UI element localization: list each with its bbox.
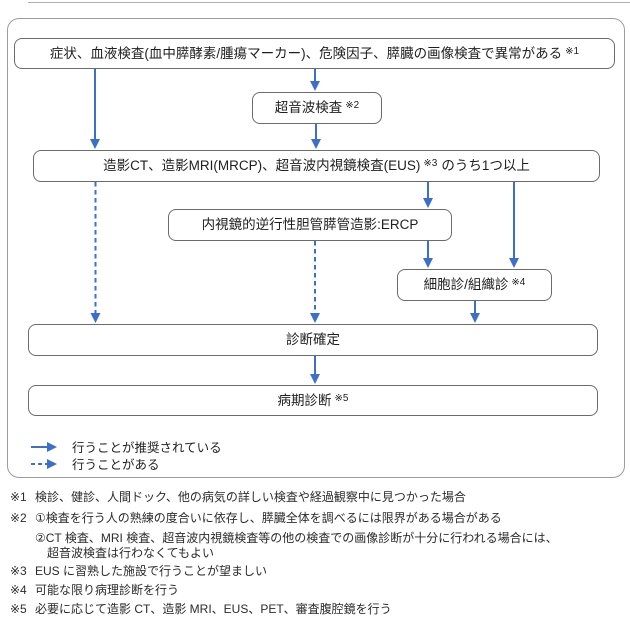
footnote-2-cont: ②CT 検査、MRI 検査、超音波内視鏡検査等の他の検査での画像診断が十分に行わ… [0, 530, 620, 546]
box-label: 診断確定 [286, 332, 340, 348]
box-label: 病期診断※5 [277, 392, 349, 408]
note-ref-1: ※1 [565, 45, 580, 57]
note-ref-4: ※4 [511, 277, 526, 288]
box-label: 超音波検査※2 [274, 100, 360, 115]
box-label: 内視鏡的逆行性胆管膵管造影:ERCP [201, 217, 419, 233]
footnote-marker: ※4 [10, 583, 27, 597]
flow-box-ultrasound: 超音波検査※2 [252, 92, 382, 124]
footnote-1: ※1 検診、健診、人間ドック、他の病気の詳しい検査や経過観察中に見つかった場合 [0, 489, 620, 505]
footnote-text: 可能な限り病理診断を行う [35, 583, 180, 597]
note-ref-2: ※2 [345, 100, 360, 111]
footnote-marker: ※2 [10, 511, 27, 525]
footnote-text: ②CT 検査、MRI 検査、超音波内視鏡検査等の他の検査での画像診断が十分に行わ… [35, 531, 558, 545]
footnote-5: ※5 必要に応じて造影 CT、造影 MRI、EUS、PET、審査腹腔鏡を行う [0, 601, 620, 617]
footnote-2: ※2 ①検査を行う人の熟練の度合いに依存し、膵臓全体を調べるには限界がある場合があ… [0, 510, 620, 526]
note-ref-3: ※3 [423, 158, 438, 169]
footnote-text: ①検査を行う人の熟練の度合いに依存し、膵臓全体を調べるには限界がある場合がある [35, 511, 502, 525]
top-divider-line [28, 2, 630, 3]
dashed-arrow-icon [31, 458, 57, 469]
flow-box-cytology-histology: 細胞診/組織診※4 [397, 269, 552, 301]
footnote-2-cont2: 超音波検査は行わなくてもよい [0, 545, 620, 561]
footnote-text: 必要に応じて造影 CT、造影 MRI、EUS、PET、審査腹腔鏡を行う [35, 602, 392, 616]
solid-arrow-icon [31, 441, 57, 452]
flow-box-initial-findings: 症状、血液検査(血中膵酵素/腫瘍マーカー)、危険因子、膵臓の画像検査で異常がある… [14, 38, 615, 69]
legend-label: 行うことが推奨されている [72, 441, 222, 455]
footnote-text: 超音波検査は行わなくてもよい [47, 546, 215, 560]
flow-box-diagnosis-confirmed: 診断確定 [28, 324, 598, 356]
box-label: 症状、血液検査(血中膵酵素/腫瘍マーカー)、危険因子、膵臓の画像検査で異常がある… [49, 45, 580, 61]
footnote-text: EUS に習熟した施設で行うことが望ましい [35, 564, 268, 578]
flow-box-staging-diagnosis: 病期診断※5 [28, 385, 598, 416]
box-label: 細胞診/組織診※4 [423, 277, 526, 292]
legend-recommended: 行うことが推奨されている [30, 437, 222, 456]
footnote-marker: ※3 [10, 564, 27, 578]
footnote-marker: ※5 [10, 602, 27, 616]
footnote-3: ※3 EUS に習熟した施設で行うことが望ましい [0, 563, 620, 579]
legend-label: 行うことがある [72, 458, 160, 472]
note-ref-5: ※5 [334, 392, 349, 404]
flow-box-ercp: 内視鏡的逆行性胆管膵管造影:ERCP [168, 209, 452, 241]
legend-sometimes: 行うことがある [30, 454, 160, 473]
footnote-text: 検診、健診、人間ドック、他の病気の詳しい検査や経過観察中に見つかった場合 [35, 490, 466, 504]
footnote-4: ※4 可能な限り病理診断を行う [0, 582, 620, 598]
footnote-marker: ※1 [10, 490, 27, 504]
